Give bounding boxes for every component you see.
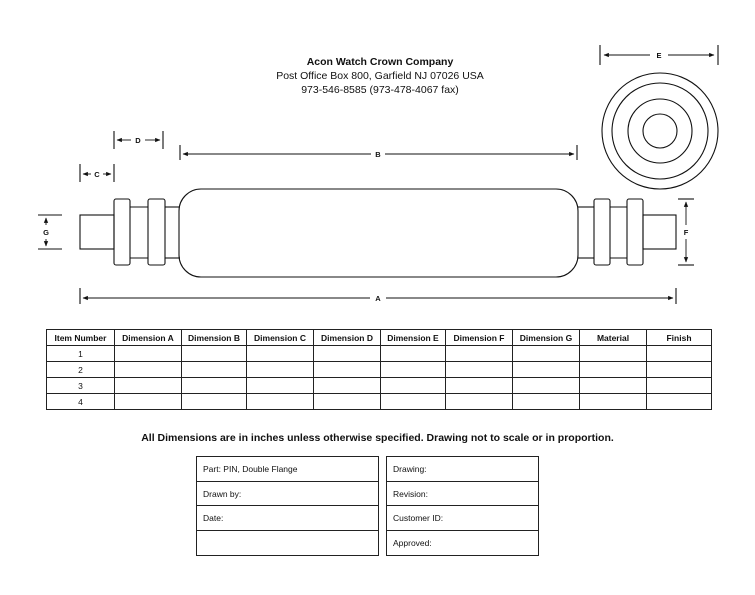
- table-cell[interactable]: [313, 393, 381, 410]
- table-row: 2: [46, 361, 712, 378]
- table-cell[interactable]: [646, 393, 712, 410]
- blank-field: [197, 531, 378, 556]
- pin-left-flange-outer: [113, 198, 131, 266]
- table-cell[interactable]: [646, 377, 712, 394]
- table-cell[interactable]: [380, 345, 446, 362]
- company-address: Post Office Box 800, Garfield NJ 07026 U…: [276, 70, 484, 82]
- table-row: 4: [46, 393, 712, 410]
- table-row: 3: [46, 377, 712, 394]
- table-cell[interactable]: [246, 393, 314, 410]
- table-cell[interactable]: [181, 361, 247, 378]
- table-cell[interactable]: [445, 377, 513, 394]
- pin-left-flange-inner: [147, 198, 166, 266]
- table-cell[interactable]: [512, 393, 580, 410]
- dim-f-label: F: [684, 228, 689, 237]
- end-view-middle-circle: [627, 98, 693, 164]
- table-row: 1: [46, 345, 712, 362]
- company-phones: 973-546-8585 (973-478-4067 fax): [301, 84, 459, 96]
- table-cell[interactable]: [380, 393, 446, 410]
- header-material: Material: [579, 329, 647, 346]
- header-dimension-c: Dimension C: [246, 329, 314, 346]
- dimensions-note: All Dimensions are in inches unless othe…: [141, 432, 614, 444]
- customer-id-field: Customer ID:: [387, 506, 538, 531]
- table-cell[interactable]: [313, 361, 381, 378]
- header-dimension-d: Dimension D: [313, 329, 381, 346]
- dimension-table: Item Number Dimension A Dimension B Dime…: [46, 329, 712, 410]
- row-item-number: 4: [46, 393, 115, 410]
- row-item-number: 2: [46, 361, 115, 378]
- header-dimension-b: Dimension B: [181, 329, 247, 346]
- table-cell[interactable]: [646, 345, 712, 362]
- table-cell[interactable]: [445, 345, 513, 362]
- title-block-left: Part: PIN, Double Flange Drawn by: Date:: [196, 456, 379, 556]
- table-cell[interactable]: [512, 361, 580, 378]
- table-header-row: Item Number Dimension A Dimension B Dime…: [46, 329, 712, 346]
- pin-left-shaft: [79, 214, 115, 250]
- drawn-by-field: Drawn by:: [197, 482, 378, 506]
- row-item-number: 3: [46, 377, 115, 394]
- table-cell[interactable]: [313, 345, 381, 362]
- dim-a-label: A: [375, 294, 381, 303]
- table-cell[interactable]: [181, 393, 247, 410]
- table-cell[interactable]: [313, 377, 381, 394]
- pin-right-flange-inner: [593, 198, 611, 266]
- table-cell[interactable]: [380, 377, 446, 394]
- part-field: Part: PIN, Double Flange: [197, 457, 378, 482]
- header-dimension-g: Dimension G: [512, 329, 580, 346]
- date-field: Date:: [197, 506, 378, 531]
- row-item-number: 1: [46, 345, 115, 362]
- table-cell[interactable]: [181, 377, 247, 394]
- end-view-ring-circle: [611, 82, 709, 180]
- company-name: Acon Watch Crown Company: [306, 56, 454, 68]
- dim-d-label: D: [135, 136, 141, 145]
- company-header: Acon Watch Crown Company Post Office Box…: [230, 56, 530, 97]
- revision-field: Revision:: [387, 482, 538, 506]
- header-item-number: Item Number: [46, 329, 115, 346]
- table-cell[interactable]: [579, 393, 647, 410]
- table-cell[interactable]: [579, 361, 647, 378]
- table-cell[interactable]: [445, 393, 513, 410]
- dim-e-label: E: [656, 51, 661, 60]
- pin-right-shaft: [642, 214, 677, 250]
- end-view-outer-circle: [601, 72, 719, 190]
- table-cell[interactable]: [114, 393, 182, 410]
- table-cell[interactable]: [246, 377, 314, 394]
- table-cell[interactable]: [579, 345, 647, 362]
- table-cell[interactable]: [512, 345, 580, 362]
- table-cell[interactable]: [181, 345, 247, 362]
- table-cell[interactable]: [579, 377, 647, 394]
- table-cell[interactable]: [512, 377, 580, 394]
- table-cell[interactable]: [380, 361, 446, 378]
- table-cell[interactable]: [246, 345, 314, 362]
- pin-main-body: [178, 188, 579, 278]
- dim-c-label: C: [94, 170, 100, 179]
- header-finish: Finish: [646, 329, 712, 346]
- dim-g-label: G: [43, 228, 49, 237]
- table-cell[interactable]: [445, 361, 513, 378]
- header-dimension-e: Dimension E: [380, 329, 446, 346]
- title-block-right: Drawing: Revision: Customer ID: Approved…: [386, 456, 539, 556]
- dim-b-label: B: [375, 150, 381, 159]
- table-cell[interactable]: [246, 361, 314, 378]
- drawing-field: Drawing:: [387, 457, 538, 482]
- table-cell[interactable]: [114, 345, 182, 362]
- approved-field: Approved:: [393, 537, 432, 548]
- pin-right-flange-outer: [626, 198, 644, 266]
- table-cell[interactable]: [114, 361, 182, 378]
- header-dimension-a: Dimension A: [114, 329, 182, 346]
- table-cell[interactable]: [114, 377, 182, 394]
- header-dimension-f: Dimension F: [445, 329, 513, 346]
- end-view-inner-circle: [642, 113, 678, 149]
- table-cell[interactable]: [646, 361, 712, 378]
- technical-drawing: E B D C A G F: [38, 45, 719, 304]
